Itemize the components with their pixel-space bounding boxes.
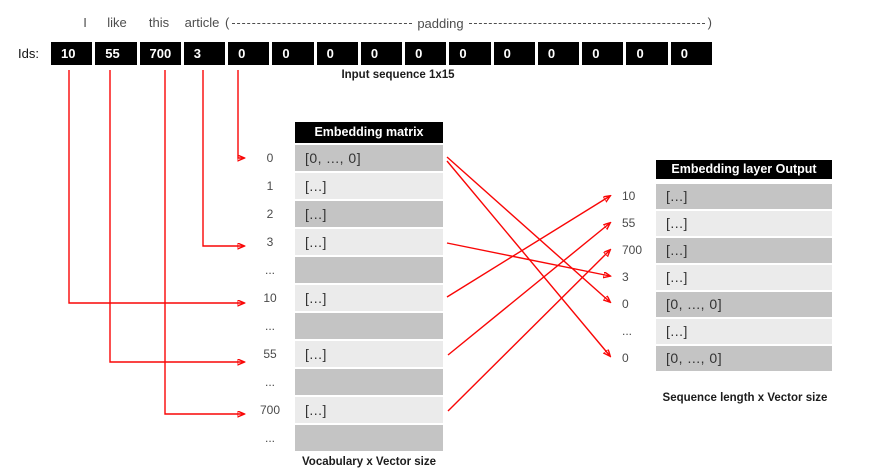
row-index: ... [622,324,633,338]
matrix-row-1: 1 [...] [231,173,443,199]
matrix-row-ellipsis: ... [231,369,443,395]
ids-label: Ids: [18,46,39,61]
row-vector: [...] [656,265,832,290]
output-row-3: 3 [...] [600,265,832,290]
arrow-matrix-row-700-to-output-700 [447,250,610,412]
arrow-matrix-row-3-to-output-3 [446,242,610,276]
matrix-row-700: 700 [...] [231,397,443,423]
id-cell: 0 [316,42,358,65]
output-row-700: 700 [...] [600,238,832,263]
id-cell: 0 [272,42,314,65]
output-row-10: 10 [...] [600,184,832,209]
embedding-matrix-title: Embedding matrix [295,122,443,143]
row-vector [295,313,443,339]
row-vector [295,257,443,283]
row-index: 2 [266,207,274,221]
row-vector: [...] [656,319,832,344]
close-paren: ) [707,15,712,30]
dash-line [468,22,705,24]
row-index: ... [264,263,275,277]
id-cell: 0 [360,42,403,65]
id-cell: 0 [582,42,624,65]
matrix-row-3: 3 [...] [231,229,443,255]
row-index: ... [264,375,275,389]
output-row-ellipsis: ... [...] [600,319,832,344]
id-cell: 0 [449,42,491,65]
input-sequence-caption: Input sequence 1x15 [341,69,455,81]
matrix-row-ellipsis: ... [231,425,443,451]
word-label: I [83,15,87,30]
row-vector: [...] [656,211,832,236]
row-vector: [...] [656,238,832,263]
matrix-row-ellipsis: ... [231,257,443,283]
matrix-row-10: 10 [...] [231,285,443,311]
row-vector: [...] [295,173,443,199]
row-index: 1 [266,179,274,193]
embedding-output-table: Embedding layer Output 10 [...] 55 [...] 7… [600,160,832,373]
arrow-id55-to-matrix-row-55 [109,70,244,362]
row-vector: [...] [656,184,832,209]
id-cell: 55 [95,42,137,65]
matrix-row-ellipsis: ... [231,313,443,339]
id-cell: 0 [626,42,668,65]
embedding-output-rows: 10 [...] 55 [...] 700 [...] 3 [...] 0 [0, ...… [600,184,832,371]
id-cell: 10 [51,42,93,65]
padding-label: padding [417,15,464,31]
row-index: ... [264,319,275,333]
output-caption: Sequence length x Vector size [662,392,828,404]
row-vector: [...] [295,341,443,367]
word-label: this [148,15,170,30]
matrix-row-55: 55 [...] [231,341,443,367]
row-index: 700 [259,403,281,417]
row-vector: [...] [295,201,443,227]
id-cell: 0 [537,42,580,65]
input-ids-bar: 10 55 700 3 0 0 0 0 0 0 0 0 0 0 0 [51,42,712,65]
row-index: 55 [622,216,636,230]
arrow-matrix-row-10-to-output-10 [446,196,610,298]
row-vector: [...] [295,229,443,255]
padding-annotation: ( padding ) [225,15,712,31]
embedding-matrix-table: Embedding matrix 0 [0, ..., 0] 1 [...] 2 [.… [231,122,443,453]
row-vector [295,425,443,451]
id-cell: 700 [139,42,181,65]
matrix-caption: Vocabulary x Vector size [301,456,437,468]
matrix-row-2: 2 [...] [231,201,443,227]
row-vector [295,369,443,395]
row-vector: [0, ..., 0] [656,292,832,317]
word-label: like [107,15,127,30]
arrow-id10-to-matrix-row-10 [68,70,244,303]
row-vector: [...] [295,397,443,423]
row-index: 10 [622,189,636,203]
output-row-0-last: 0 [0, ..., 0] [600,346,832,371]
row-index: 700 [622,243,643,257]
matrix-row-0: 0 [0, ..., 0] [231,145,443,171]
arrow-matrix-row-0-to-output-0-last [446,160,610,356]
dash-line [232,22,413,24]
row-index: 3 [266,235,274,249]
row-index: 0 [622,351,629,365]
row-index: 0 [266,151,274,165]
embedding-matrix-rows: 0 [0, ..., 0] 1 [...] 2 [...] 3 [...] ... 10… [231,145,443,451]
row-vector: [0, ..., 0] [295,145,443,171]
row-index: 10 [263,291,277,305]
open-paren: ( [225,15,230,30]
id-cell: 0 [670,42,712,65]
id-cell: 3 [183,42,226,65]
output-row-55: 55 [...] [600,211,832,236]
id-cell: 0 [228,42,270,65]
embedding-output-title: Embedding layer Output [656,160,832,179]
row-index: ... [264,431,275,445]
row-index: 3 [622,270,629,284]
row-index: 55 [263,347,277,361]
id-cell: 0 [405,42,447,65]
arrow-matrix-row-55-to-output-55 [447,223,610,356]
word-label: article [184,15,220,30]
row-vector: [...] [295,285,443,311]
row-vector: [0, ..., 0] [656,346,832,371]
arrow-matrix-row-0-to-output-0-first [446,156,610,302]
output-row-0-first: 0 [0, ..., 0] [600,292,832,317]
row-index: 0 [622,297,629,311]
id-cell: 0 [493,42,535,65]
